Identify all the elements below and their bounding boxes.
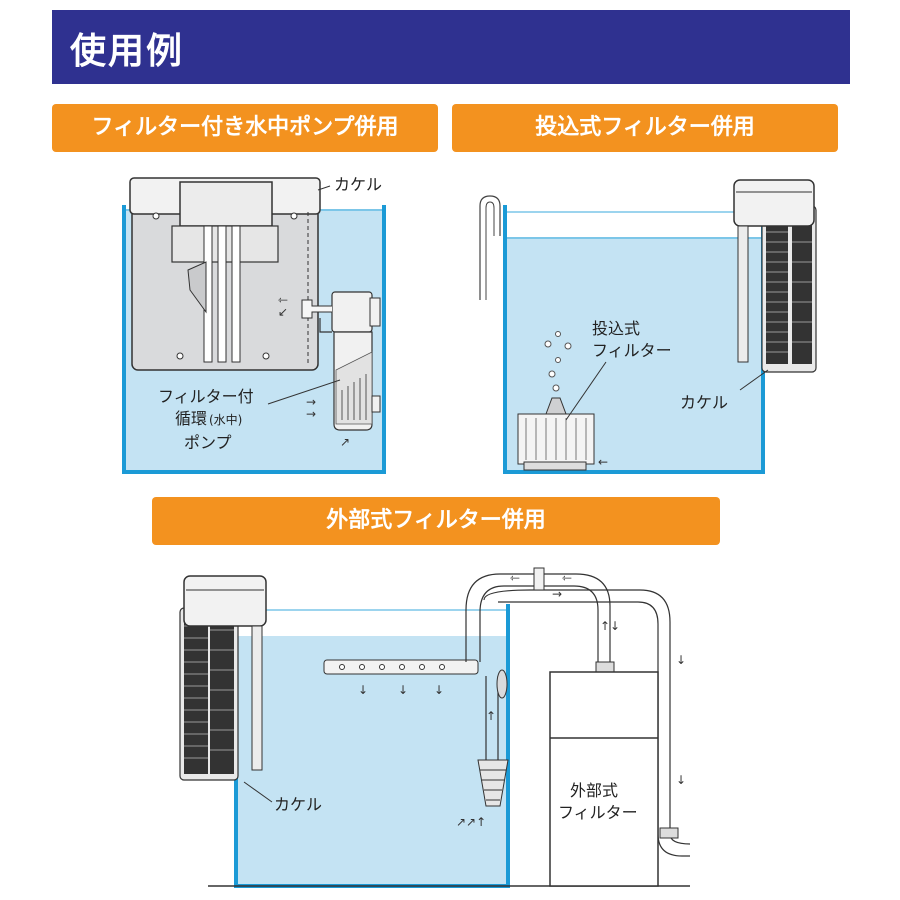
label-pump-small: (水中) bbox=[209, 412, 242, 427]
tank-outline-1 bbox=[122, 205, 386, 474]
shower-pipe: ↓ ↓ ↓ bbox=[323, 659, 479, 697]
svg-text:↓: ↓ bbox=[676, 653, 686, 667]
svg-text:⇽: ⇽ bbox=[278, 293, 288, 307]
svg-text:⇽: ⇽ bbox=[510, 571, 520, 585]
svg-text:→: → bbox=[306, 395, 316, 409]
label-kakeru-2: カケル bbox=[680, 393, 728, 412]
label-pump-line1: フィルター付 bbox=[158, 387, 254, 406]
svg-text:↗↗↑: ↗↗↑ bbox=[456, 815, 486, 829]
diagram-dropin: ← 投込式 フィルター bbox=[479, 179, 817, 474]
label-dropin-line1: 投込式 bbox=[592, 319, 640, 338]
header-bar: 使用例 bbox=[52, 10, 850, 84]
dropin-filter bbox=[517, 331, 595, 471]
svg-text:↑↓: ↑↓ bbox=[600, 619, 620, 633]
tank-water-3 bbox=[234, 636, 510, 886]
kakeru-unit-1 bbox=[129, 177, 321, 371]
kakeru-unit-2 bbox=[733, 179, 817, 373]
svg-text:↓: ↓ bbox=[434, 683, 444, 697]
label-dropin-line2: フィルター bbox=[592, 341, 672, 360]
svg-text:↓: ↓ bbox=[398, 683, 408, 697]
diagram-pump: ⇽ ↙ → → ↗ カケル フィルター付 循環 (水中) ポンプ bbox=[122, 175, 386, 474]
diagram-external: カケル ↓ ↓ ↓ ⇽ bbox=[179, 567, 691, 888]
section-tag-dropin: 投込式フィルター併用 bbox=[452, 104, 838, 152]
svg-text:→: → bbox=[552, 587, 562, 601]
svg-text:←: ← bbox=[598, 455, 608, 469]
label-kakeru-3: カケル bbox=[274, 795, 322, 814]
label-pump-line2: 循環 bbox=[175, 409, 207, 428]
label-kakeru-1: カケル bbox=[334, 175, 382, 194]
svg-text:↑: ↑ bbox=[486, 709, 496, 723]
svg-text:↓: ↓ bbox=[676, 773, 686, 787]
svg-text:↓: ↓ bbox=[358, 683, 368, 697]
label-pump-line3: ポンプ bbox=[184, 433, 232, 452]
svg-text:⇽: ⇽ bbox=[562, 571, 572, 585]
section-tag-pump: フィルター付き水中ポンプ併用 bbox=[52, 104, 438, 152]
svg-text:↙: ↙ bbox=[278, 305, 288, 319]
svg-text:→: → bbox=[306, 407, 316, 421]
svg-text:↗: ↗ bbox=[340, 435, 350, 449]
kakeru-unit-3 bbox=[179, 575, 267, 781]
page-title: 使用例 bbox=[70, 31, 185, 72]
submersible-pump bbox=[301, 291, 381, 431]
external-filter: 外部式 フィルター bbox=[549, 671, 659, 887]
intake-strainer: ↑ ↗↗↑ bbox=[456, 669, 509, 829]
section-tag-external: 外部式フィルター併用 bbox=[152, 497, 720, 545]
label-external-line2: フィルター bbox=[558, 803, 638, 822]
label-external-line1: 外部式 bbox=[570, 781, 618, 800]
